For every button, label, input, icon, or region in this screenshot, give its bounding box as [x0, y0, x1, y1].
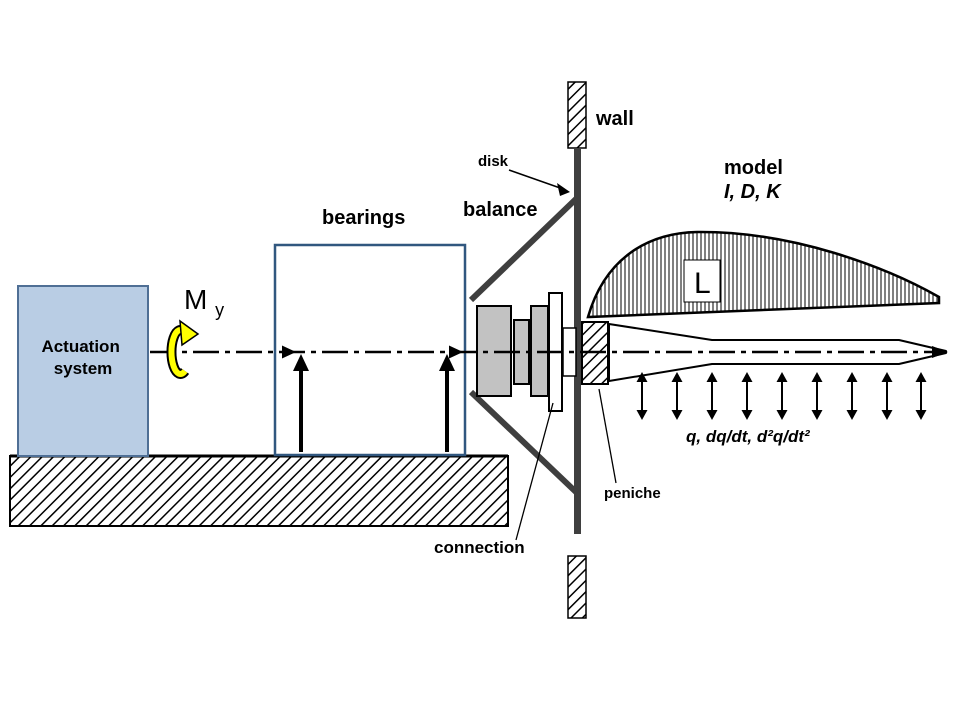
label-connection: connection	[434, 538, 525, 557]
connection-pointer-line	[515, 402, 554, 541]
wall-line	[574, 148, 581, 534]
oscillation-arrow	[810, 371, 824, 421]
lift-label: L	[694, 267, 711, 300]
bearings-box	[273, 243, 467, 457]
label-model-params: I, D, K	[724, 181, 782, 203]
label-disk: disk	[478, 153, 509, 170]
centerline-arrowhead-2	[449, 345, 463, 359]
wall-hatch-top	[567, 81, 587, 149]
actuation-label: Actuation system	[41, 337, 124, 378]
disk-edge-bottom	[468, 389, 580, 496]
oscillation-arrow	[845, 371, 859, 421]
moment-arrow-icon	[166, 319, 200, 379]
airfoil-model	[586, 230, 941, 319]
oscillation-arrow	[914, 371, 928, 421]
label-wall: wall	[595, 108, 634, 130]
bearing-support-arrowhead-left	[293, 354, 309, 371]
centerline-arrowhead-1	[282, 345, 296, 359]
moment-label: M y	[184, 284, 224, 320]
oscillation-arrow	[740, 371, 754, 421]
peniche-pointer-line	[598, 388, 617, 484]
oscillation-arrow	[670, 371, 684, 421]
ground-hatch	[9, 455, 509, 527]
oscillation-arrow	[705, 371, 719, 421]
label-balance: balance	[463, 199, 537, 221]
disk-pointer-line	[508, 169, 564, 190]
oscillation-arrow	[880, 371, 894, 421]
label-q-state: q, dq/dt, d²q/dt²	[686, 427, 811, 446]
bearing-support-arrowhead-right	[439, 354, 455, 371]
label-bearings: bearings	[322, 207, 405, 229]
label-model: model	[724, 157, 783, 179]
wall-hatch-bottom	[567, 555, 587, 619]
disk-edge-top	[468, 195, 580, 303]
actuation-box	[17, 285, 149, 457]
lift-label-box	[683, 259, 721, 303]
oscillation-arrows	[635, 371, 928, 421]
label-peniche: peniche	[604, 485, 661, 502]
oscillation-arrow	[635, 371, 649, 421]
disk-pointer-arrowhead	[557, 183, 570, 196]
oscillation-arrow	[775, 371, 789, 421]
